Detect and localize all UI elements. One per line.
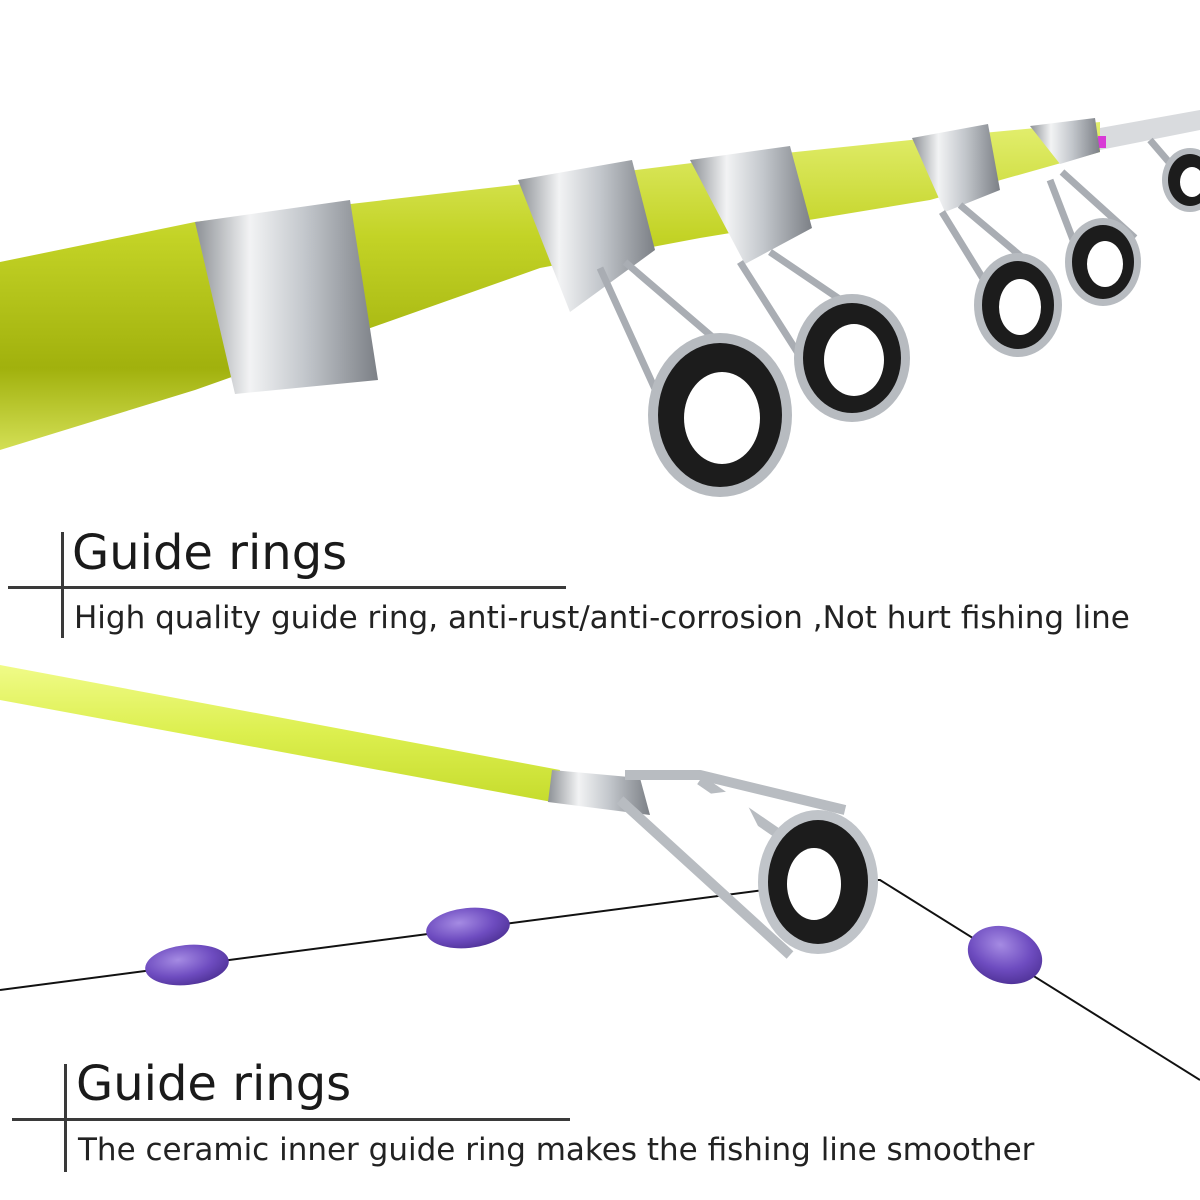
section-title: Guide rings xyxy=(76,1056,352,1112)
rod-top xyxy=(0,110,1200,497)
section-description: High quality guide ring, anti-rust/anti-… xyxy=(74,600,1130,636)
section-title: Guide rings xyxy=(72,525,348,581)
caption-divider-vertical xyxy=(61,532,64,638)
rod-tip-detail xyxy=(0,665,1200,1081)
caption-divider-horizontal xyxy=(8,586,566,589)
section-description: The ceramic inner guide ring makes the f… xyxy=(78,1132,1035,1168)
float-beads xyxy=(145,907,1043,986)
caption-divider-horizontal xyxy=(12,1118,570,1121)
